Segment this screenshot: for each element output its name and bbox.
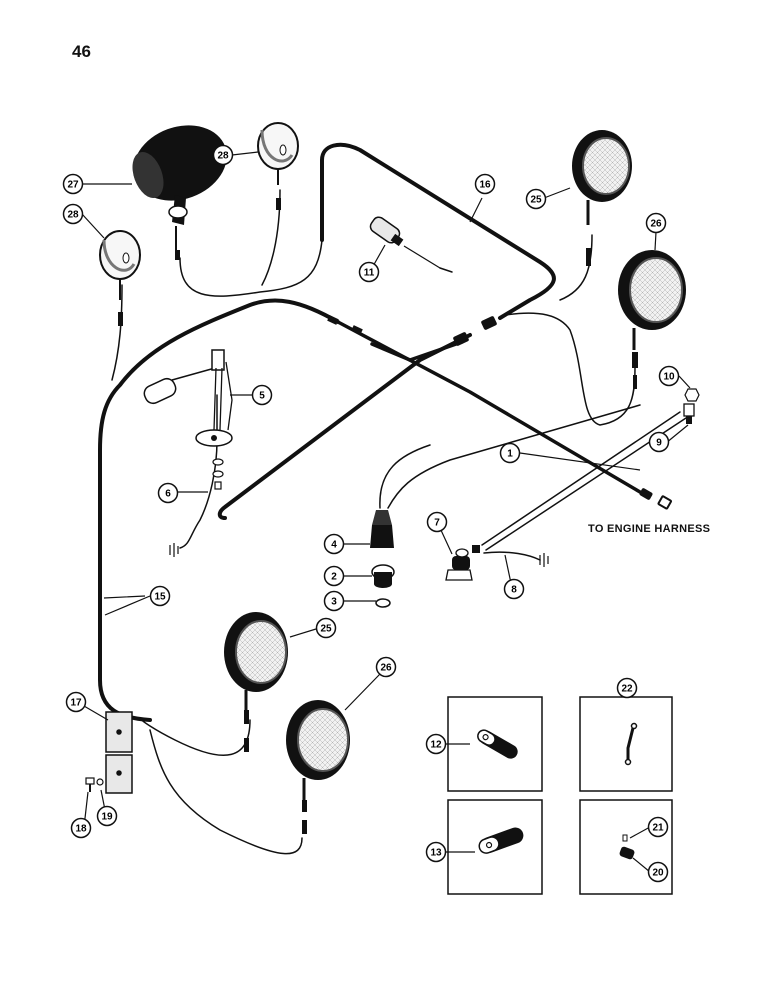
part-4-boot [370,510,394,548]
callout-label: 9 [656,438,662,449]
switch-11 [369,216,441,269]
callout-label: 19 [101,812,113,823]
callout-1: 1 [499,442,521,464]
lamp-28-lower [99,230,141,326]
callout-15: 15 [149,585,171,607]
callout-label: 27 [67,180,79,191]
callout-4: 4 [323,533,345,555]
callout-28-top: 28 [212,144,234,166]
callout-label: 8 [511,585,517,596]
lamp-26-lower [286,700,350,834]
bolt-18 [85,777,95,792]
main-harness-15 [98,298,340,722]
callout-17: 17 [65,691,87,713]
callout-label: 7 [434,518,440,529]
lamp-27 [132,125,227,260]
callout-11: 11 [358,261,380,283]
switch-7 [445,545,480,581]
ground-symbols [169,543,549,567]
callout-7: 7 [426,511,448,533]
page-number: 46 [72,42,91,61]
callout-9: 9 [648,431,670,453]
callout-26-bottom: 26 [375,656,397,678]
callout-label: 26 [380,663,392,674]
callout-8: 8 [503,578,525,600]
callout-16: 16 [474,173,496,195]
leader-lines [81,151,691,873]
callout-label: 22 [621,684,633,695]
callout-label: 12 [430,740,442,751]
callout-label: 18 [75,824,87,835]
callout-label: 26 [650,219,662,230]
callout-19: 19 [96,805,118,827]
callout-label: 13 [430,848,442,859]
callout-2: 2 [323,565,345,587]
part-2-button [371,564,395,588]
callout-13: 13 [425,841,447,863]
lamp-26-upper [618,250,686,389]
callout-label: 5 [259,391,265,402]
callout-21: 21 [647,816,669,838]
callout-26-top: 26 [645,212,667,234]
callout-label: 16 [479,180,491,191]
callout-6: 6 [157,482,179,504]
callout-label: 25 [320,624,332,635]
engine-harness-note: TO ENGINE HARNESS [588,523,711,535]
harness-1 [336,320,642,494]
callout-label: 28 [67,210,79,221]
nut-10 [684,388,700,402]
callout-label: 6 [165,489,171,500]
callout-label: 10 [663,372,675,383]
fuel-sender-5 [143,349,233,490]
callout-label: 1 [507,449,513,460]
lamp-25-upper [572,130,632,266]
callout-label: 11 [364,268,375,279]
sensor-9 [683,403,695,424]
brackets-17 [105,711,133,794]
callout-25-top: 25 [525,188,547,210]
callout-5: 5 [251,384,273,406]
callout-25-bottom: 25 [315,617,337,639]
callout-27: 27 [62,173,84,195]
callout-label: 20 [652,868,664,879]
callout-12: 12 [425,733,447,755]
branch-wires [111,189,687,855]
callout-label: 21 [652,823,664,834]
washer-19 [96,778,104,786]
inset-22 [579,696,673,792]
callout-22: 22 [616,677,638,699]
callout-label: 25 [530,195,542,206]
callout-label: 2 [331,572,337,583]
callout-label: 15 [154,592,166,603]
harness-16 [217,142,556,520]
harness-connectors [327,315,672,510]
part-3-washer [375,598,391,608]
callout-3: 3 [323,590,345,612]
callout-label: 3 [331,597,337,608]
inset-13 [447,799,543,895]
callout-label: 28 [217,151,229,162]
callout-18: 18 [70,817,92,839]
callout-20: 20 [647,861,669,883]
callout-label: 4 [331,540,337,551]
lamp-25-lower [224,612,288,752]
callout-28-left: 28 [62,203,84,225]
callout-label: 17 [70,698,82,709]
lamp-28-upper [257,122,299,210]
callout-10: 10 [658,365,680,387]
